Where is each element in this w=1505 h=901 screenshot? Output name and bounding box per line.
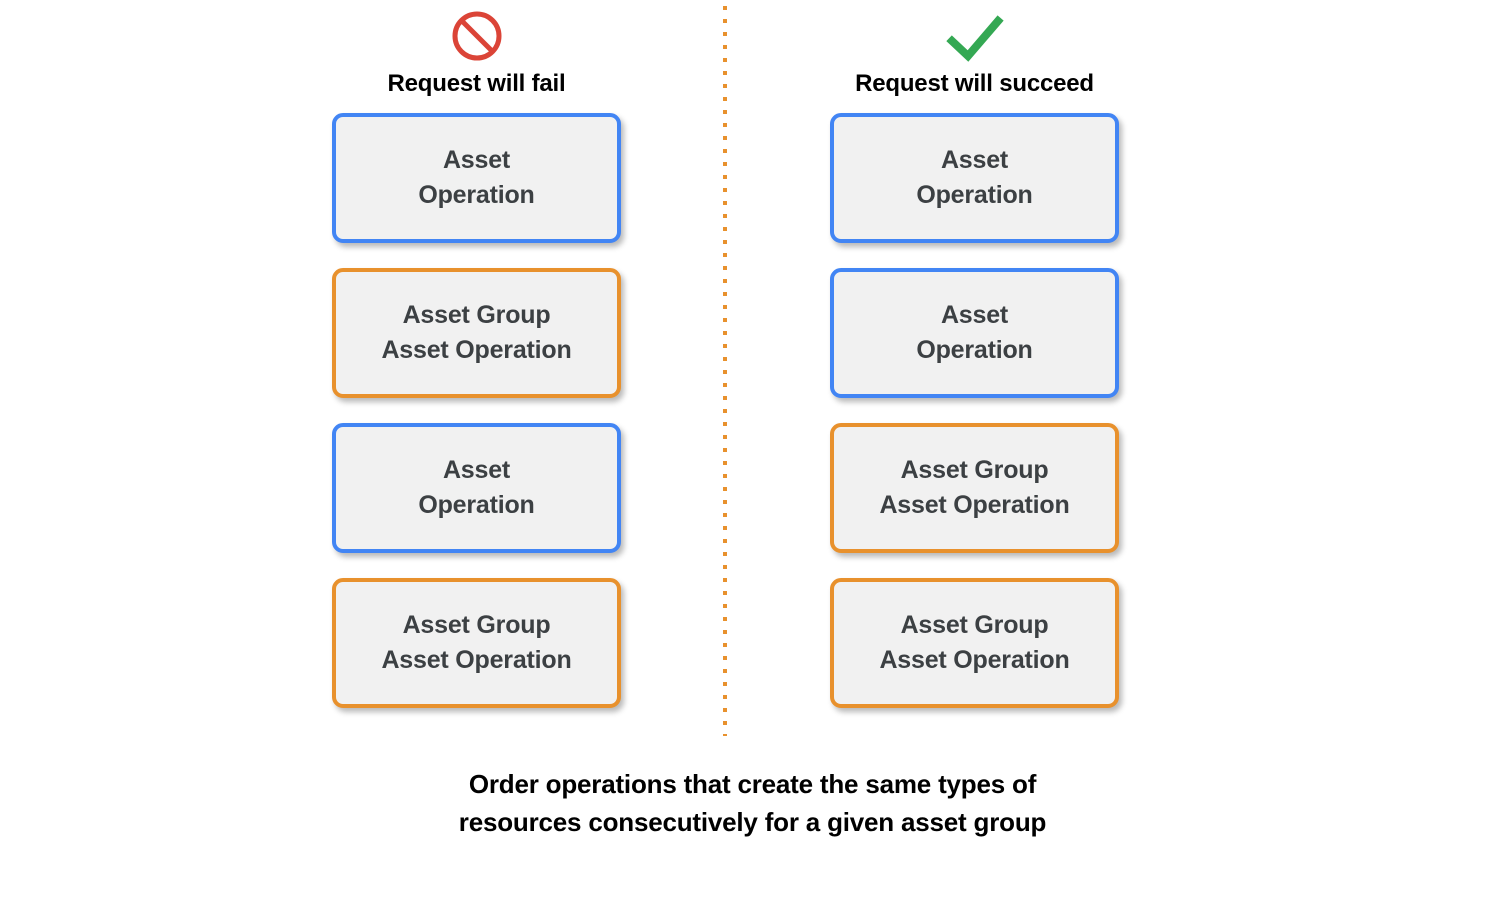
operation-box-label: Asset Operation bbox=[418, 455, 535, 520]
operation-box-label: Asset Operation bbox=[916, 300, 1033, 365]
operation-box-asset[interactable]: Asset Operation bbox=[332, 423, 621, 553]
operation-list-fail: Asset Operation Asset Group Asset Operat… bbox=[332, 113, 621, 733]
operation-box-asset[interactable]: Asset Operation bbox=[830, 268, 1119, 398]
operation-box-asset-group[interactable]: Asset Group Asset Operation bbox=[332, 268, 621, 398]
column-header-label-succeed: Request will succeed bbox=[855, 70, 1094, 97]
operation-box-label: Asset Group Asset Operation bbox=[879, 610, 1070, 675]
column-header-fail: Request will fail bbox=[332, 8, 621, 98]
checkmark-icon bbox=[830, 8, 1119, 64]
diagram-caption: Order operations that create the same ty… bbox=[458, 769, 1047, 838]
operation-list-succeed: Asset Operation Asset Operation Asset Gr… bbox=[830, 113, 1119, 733]
operation-box-asset[interactable]: Asset Operation bbox=[830, 113, 1119, 243]
operation-box-asset[interactable]: Asset Operation bbox=[332, 113, 621, 243]
operation-box-label: Asset Group Asset Operation bbox=[381, 300, 572, 365]
column-divider bbox=[723, 6, 727, 736]
operation-box-label: Asset Group Asset Operation bbox=[879, 455, 1070, 520]
operation-box-label: Asset Group Asset Operation bbox=[381, 610, 572, 675]
column-header-succeed: Request will succeed bbox=[830, 8, 1119, 98]
operation-box-asset-group[interactable]: Asset Group Asset Operation bbox=[332, 578, 621, 708]
operation-box-asset-group[interactable]: Asset Group Asset Operation bbox=[830, 578, 1119, 708]
prohibited-icon bbox=[332, 8, 621, 64]
operation-box-label: Asset Operation bbox=[916, 145, 1033, 210]
column-header-label-fail: Request will fail bbox=[387, 70, 566, 97]
operation-box-asset-group[interactable]: Asset Group Asset Operation bbox=[830, 423, 1119, 553]
operation-box-label: Asset Operation bbox=[418, 145, 535, 210]
